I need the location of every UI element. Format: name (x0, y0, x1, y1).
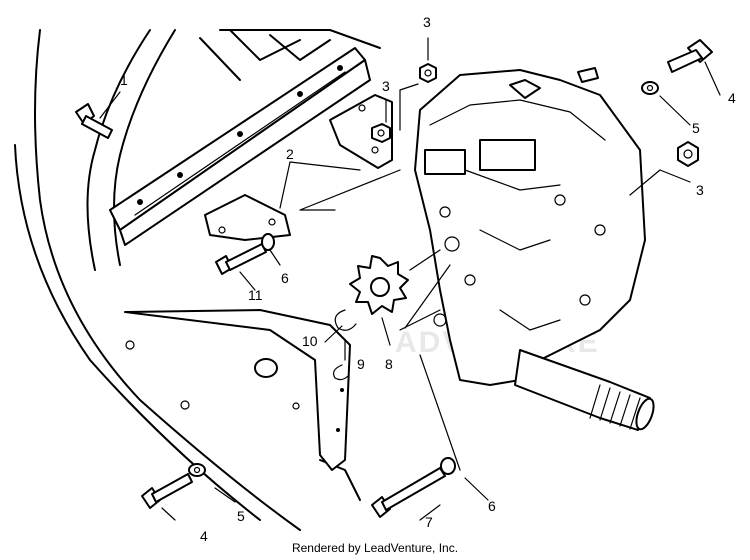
callout-5-lower: 5 (237, 508, 245, 524)
upper-rail (109, 47, 371, 246)
callout-8: 8 (385, 356, 393, 372)
washer-small (332, 364, 349, 381)
bolt-4-upper (667, 39, 713, 73)
callout-3-right: 3 (696, 182, 704, 198)
circlip (334, 309, 357, 331)
callout-1: 1 (120, 72, 128, 88)
transmission (414, 67, 646, 386)
nut-right (677, 141, 699, 167)
washer-right (641, 81, 659, 95)
callout-9: 9 (357, 356, 365, 372)
bracket-upper (329, 94, 393, 169)
callout-2: 2 (286, 146, 294, 162)
bolt-11 (215, 233, 275, 275)
footer-credit: Rendered by LeadVenture, Inc. (291, 541, 459, 555)
callout-6-lower: 6 (488, 498, 496, 514)
bolt-7 (371, 457, 456, 518)
callout-11: 11 (248, 287, 263, 303)
leader-lines (99, 37, 721, 521)
output-shaft (514, 349, 655, 431)
callout-6-upper: 6 (281, 270, 289, 286)
bracket-lower (204, 194, 291, 241)
nut-bracket (371, 123, 391, 143)
callout-3-top: 3 (423, 14, 431, 30)
washer-lower-left (188, 463, 206, 477)
callout-10: 10 (302, 333, 318, 349)
callout-5-right: 5 (692, 120, 700, 136)
callout-4-upper: 4 (728, 90, 736, 106)
callout-3-bracket: 3 (382, 78, 390, 94)
callout-7: 7 (425, 514, 433, 530)
lower-plate (124, 309, 351, 471)
nut-top (419, 63, 437, 83)
bolt-4-lower (141, 473, 193, 509)
sprocket (349, 255, 409, 315)
callout-4-lower: 4 (200, 528, 208, 544)
bolt-1 (75, 103, 113, 139)
